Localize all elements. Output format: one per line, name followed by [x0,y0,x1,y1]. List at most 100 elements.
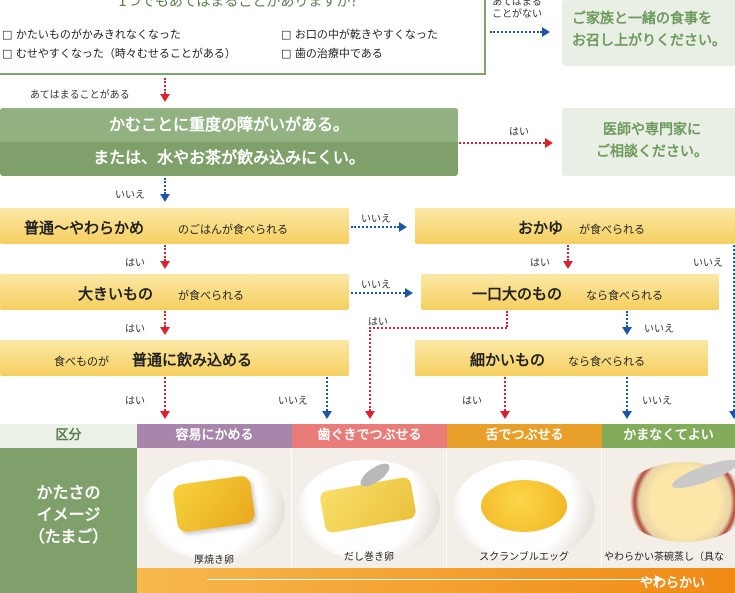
right-q3-no-label: いいえ [642,396,672,407]
arrow-no-left1 [164,178,166,194]
arrow-head [729,411,735,419]
hardness-image-label: かたさの イメージ （たまご） [0,448,137,593]
caption-scrambled: スクランブルエッグ [479,552,569,563]
category-no-chew: かまなくてよい [602,424,735,448]
softness-arrow-head [655,575,663,583]
arrow-head [622,411,632,419]
arrow-head [160,411,170,419]
arrow-head [160,194,170,202]
right-q1-sub: が食べられる [579,223,645,236]
arrow-right-q1-yes [567,245,569,261]
arrow-left-q1-no [351,226,399,228]
check-item[interactable]: □ むせやすくなった（時々むせることがある） [2,47,236,60]
photo-scrambled-egg: スクランブルエッグ [447,448,601,568]
hardness-line1: かたさの [36,483,101,502]
no-applicable-line2: ことがない [492,9,542,20]
left-q3-no-label: いいえ [278,396,308,407]
left-q3-box [0,340,349,376]
arrow-head [545,138,553,148]
left-q3-yes-label: はい [125,396,145,407]
arrow-right-q3-no [626,377,628,411]
check-item[interactable]: □ 歯の治療中である [281,47,383,60]
right-q2-box [421,274,719,310]
family-meal-box: ご家族と一緒の食事を お召し上がりください。 [562,0,735,66]
severe-question-box: かむことに重度の障がいがある。 または、水やお茶が飲み込みにくい。 [0,108,458,176]
arrow-yes-q2 [164,78,166,94]
caption-atsuyaki: 厚焼き卵 [194,555,234,566]
left-q1-no-label: いいえ [361,214,391,225]
severe-no-label: いいえ [115,190,145,201]
arrow-left-q2-yes [164,311,166,327]
applicable-label: あてはまることがある [30,90,130,101]
severe-line1: かむことに重度の障がいがある。 [0,108,458,142]
right-q3-sub: なら食べられる [568,355,645,368]
right-q1-no-label: いいえ [693,258,723,269]
left-q2-main: 大きいもの [78,285,154,303]
arrow-left-q3-no [326,377,328,411]
category-tongue-crush: 舌でつぶせる [447,424,602,448]
category-gum-crush: 歯ぐきでつぶせる [292,424,447,448]
severe-yes-label: はい [509,127,529,138]
arrow-head [399,222,407,232]
arrow-right-q2-yes-a [506,311,508,327]
arrow-left-q3-yes [164,377,166,411]
left-q3-pre: 食べものが [54,355,109,368]
arrow-head [160,94,170,102]
hardness-line3: （たまご） [28,527,109,546]
right-q1-main: おかゆ [518,219,564,237]
arrow-head [160,261,170,269]
arrow-left-q2-no [351,292,405,294]
right-q1-yes-label: はい [530,258,550,269]
arrow-right-q3-yes [504,377,506,411]
softness-label: やわらかい [639,576,705,591]
right-q2-main: 一口大のもの [472,285,563,303]
photo-dashimaki-tamago: だし巻き卵 [292,448,446,568]
right-q3-yes-label: はい [462,396,482,407]
arrow-head [542,27,550,37]
arrow-head [160,327,170,335]
photo-atsuyaki-tamago: 厚焼き卵 [137,448,291,568]
left-q2-sub: が食べられる [178,289,244,302]
right-q1-box [415,208,735,244]
left-q2-yes-label: はい [125,324,145,335]
no-applicable-line1: あてはまる [492,0,542,8]
severe-line2: または、水やお茶が飲み込みにくい。 [93,148,365,167]
check-item[interactable]: □ かたいものがかみきれなくなった [2,28,181,41]
caption-dashimaki: だし巻き卵 [344,552,394,563]
arrow-head [322,411,332,419]
checklist-question: 1つでもあてはまることがありますか？ [118,0,365,10]
right-q2-sub: なら食べられる [586,289,663,302]
arrow-right-q2-yes-b [369,327,507,329]
family-line1: ご家族と一緒の食事を [572,11,712,27]
consult-box: 医師や専門家に ご相談ください。 [562,108,735,176]
consult-line2: ご相談ください。 [596,144,708,160]
softness-arrow-line [207,579,657,580]
left-q1-yes-label: はい [125,258,145,269]
check-item[interactable]: □ お口の中が乾きやすくなった [281,28,438,41]
arrow-yes-consult [459,142,545,144]
arrow-head [622,327,632,335]
arrow-left-q1-yes [164,245,166,261]
left-q2-box [0,274,349,310]
left-q1-main: 普通〜やわらかめ [24,219,145,237]
category-easy-chew: 容易にかめる [137,424,292,448]
left-q1-box [0,208,349,244]
right-q3-main: 細かいもの [470,351,546,369]
arrow-head [405,288,413,298]
arrow-head [500,411,510,419]
arrow-right-q1-no [733,245,735,411]
left-q1-sub: のごはんが食べられる [178,223,288,236]
right-q3-box [415,340,708,376]
family-line2: お召し上がりください。 [572,33,726,49]
scrambled-shape [481,480,567,532]
arrow-right-q2-no [626,311,628,327]
arrow-head [563,261,573,269]
left-q3-main: 普通に飲み込める [132,351,253,369]
category-header: 区分 [0,424,137,448]
caption-chawanmushi: やわらかい茶碗蒸し（具な [604,552,724,563]
softness-bar: やわらかい [137,568,735,593]
no-applicable-label: あてはまる ことがない [492,0,542,21]
photo-chawanmushi: やわらかい茶碗蒸し（具な [602,448,735,568]
hardness-line2: イメージ [36,505,101,524]
arrow-head [365,411,375,419]
